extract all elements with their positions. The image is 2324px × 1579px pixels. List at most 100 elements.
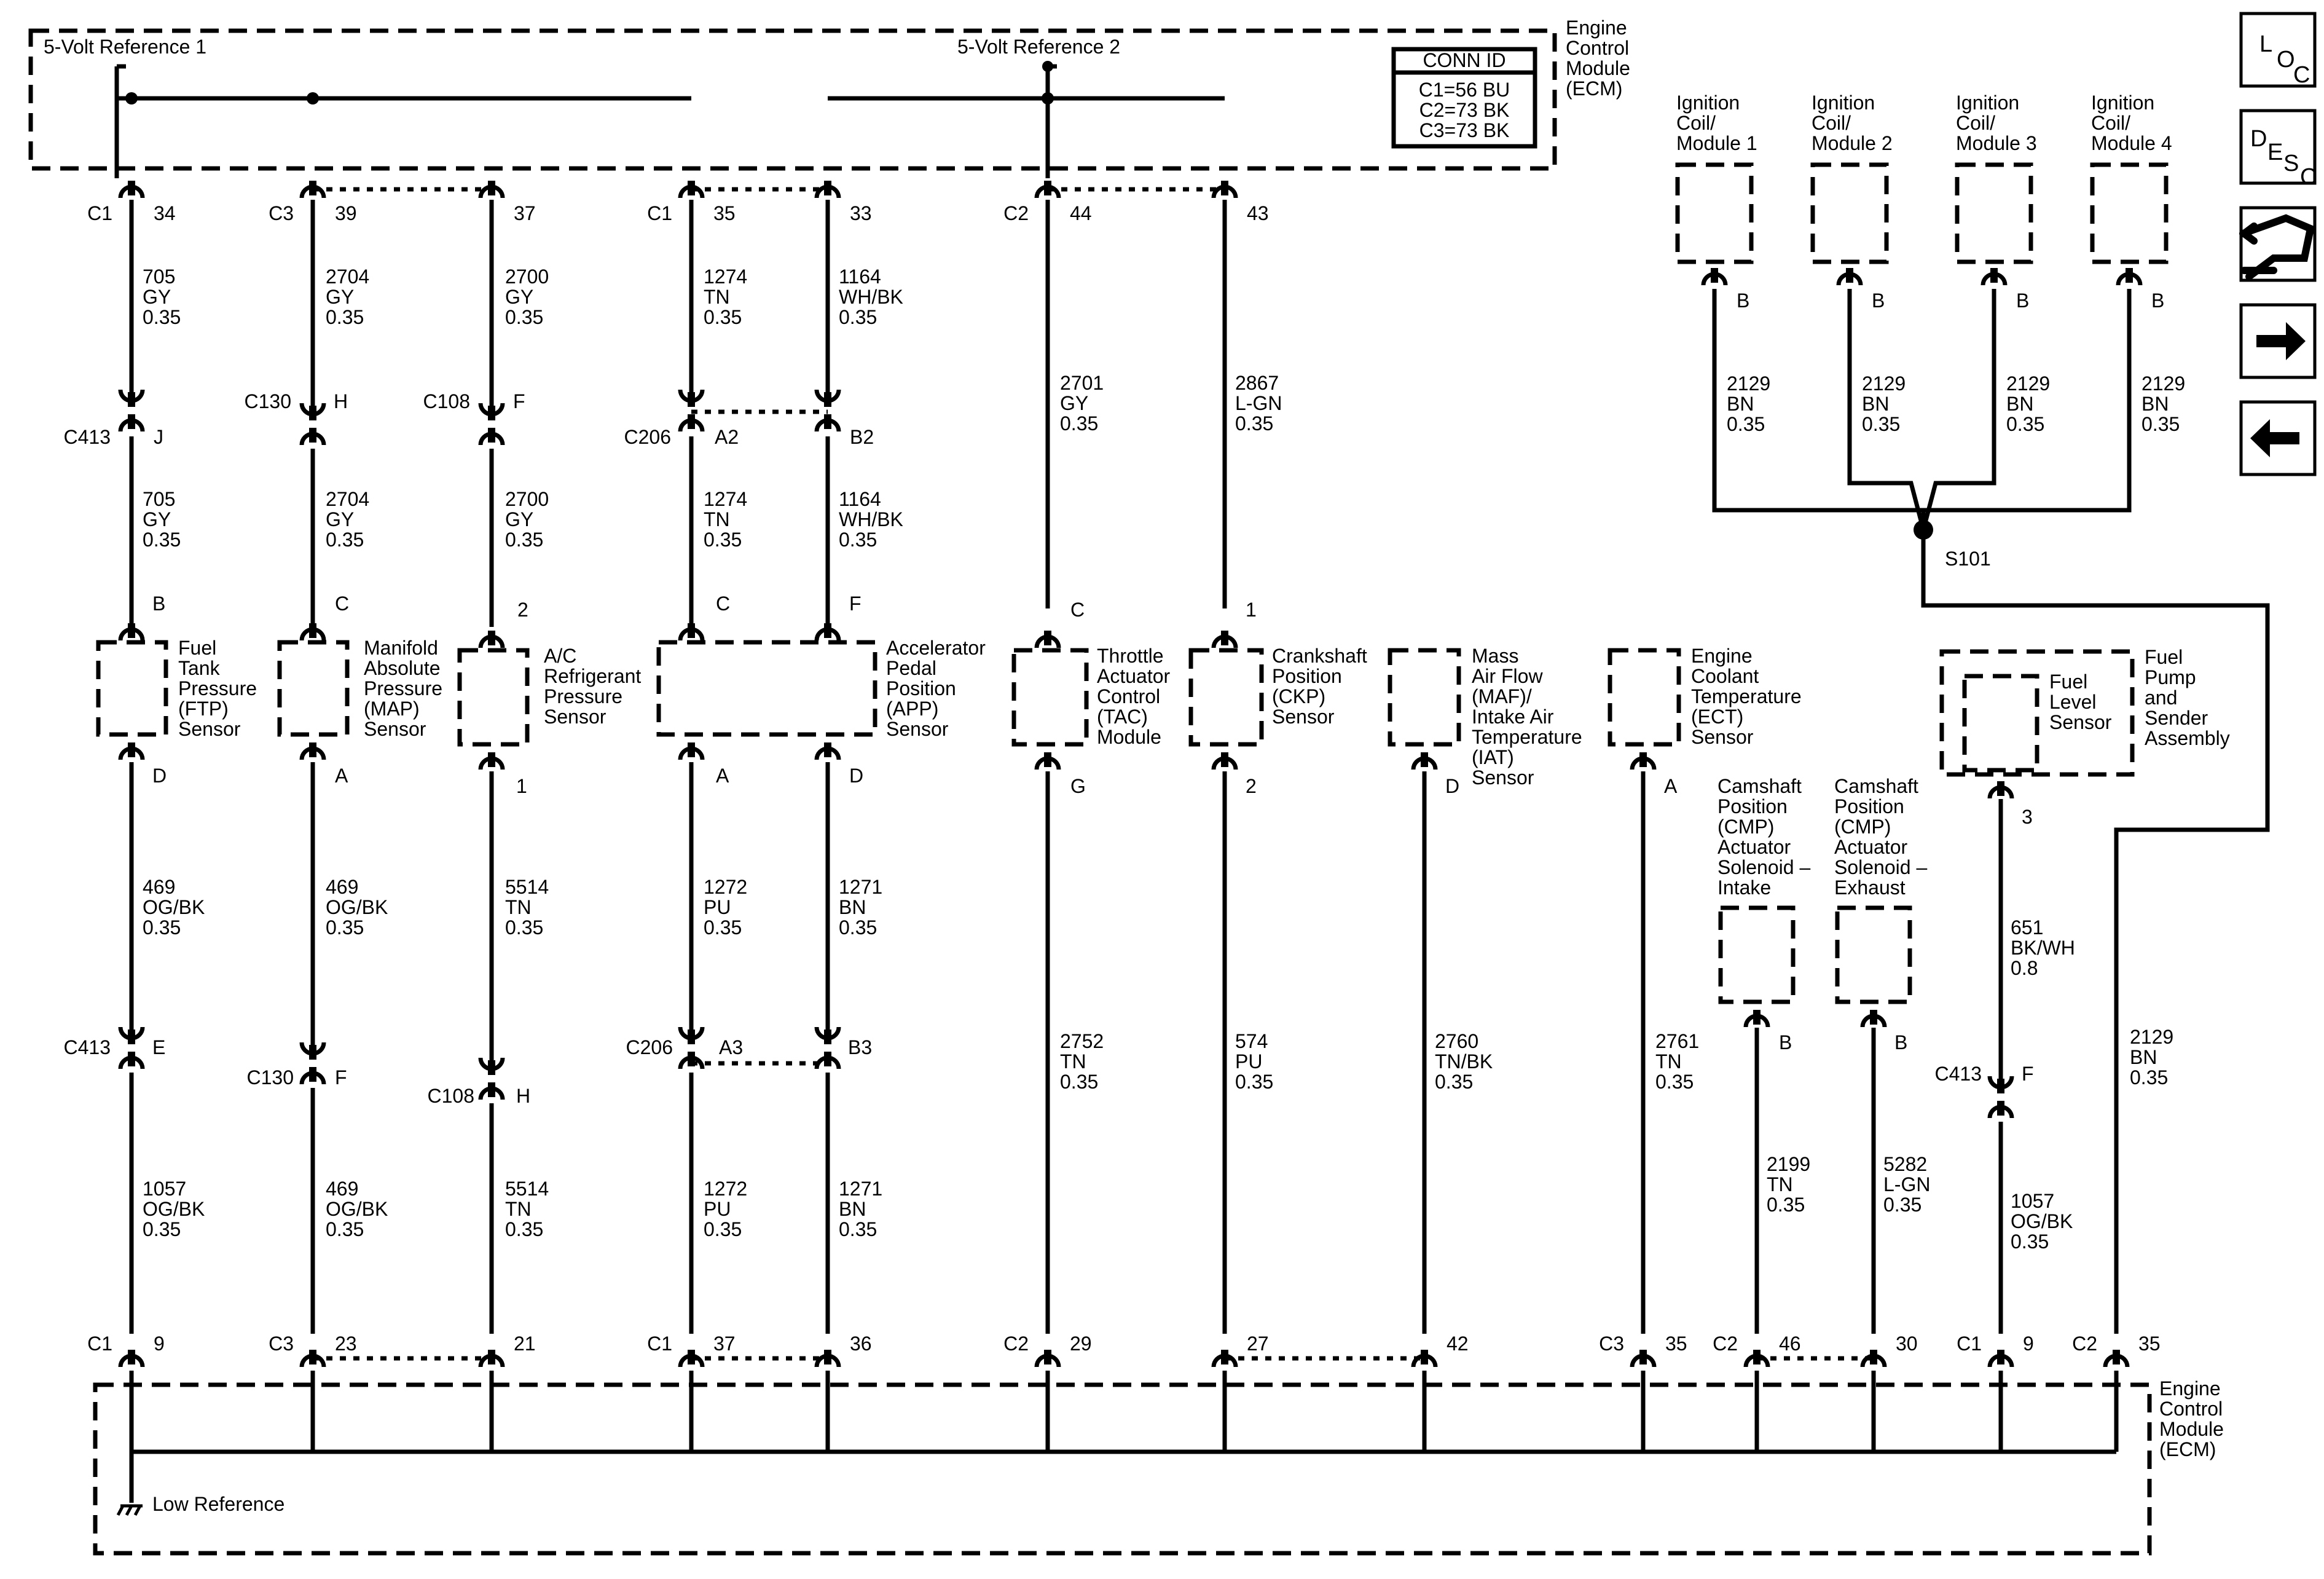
component-pin — [1211, 752, 1238, 770]
right-arrow-icon — [2256, 322, 2306, 360]
wire-label: 0.35 — [2011, 1231, 2049, 1253]
inline-conn-id: C130 — [247, 1066, 294, 1089]
bottom-pin-number: 23 — [335, 1333, 357, 1355]
inline-conn-pin: H — [334, 390, 348, 412]
component-pin — [1743, 1010, 1770, 1028]
wire-label: OG/BK — [326, 1198, 388, 1220]
ecm-top-pin — [118, 181, 145, 199]
wire-label: TN — [1655, 1050, 1682, 1073]
component-pin — [118, 742, 145, 760]
ecm-bottom-pin — [1987, 1350, 2014, 1368]
wire-label: L-GN — [1235, 392, 1282, 414]
wire-label: 0.35 — [505, 916, 543, 939]
fuel-pump-sender-assembly-box — [1939, 649, 2135, 777]
component-pin-label: A — [1664, 775, 1678, 797]
wire-label: 2704 — [326, 266, 369, 288]
component-pin-label: B — [2151, 289, 2164, 312]
component-pin-label: G — [1070, 775, 1086, 797]
wire-label: 0.35 — [1060, 412, 1098, 435]
ignition-coil-label: Coil/ — [2091, 112, 2130, 134]
app-sensor-label: (APP) — [886, 698, 938, 720]
component-pin-label: C — [716, 593, 730, 615]
app-sensor-label: Sensor — [886, 718, 949, 740]
wire-label: TN — [1060, 1050, 1086, 1073]
ftp-sensor-label: Sensor — [178, 718, 241, 740]
conn-id-box — [1391, 47, 1537, 149]
wire-label: TN — [505, 1198, 532, 1220]
maf-iat-sensor-label: Mass — [1472, 645, 1518, 667]
nav-char: D — [2250, 126, 2267, 152]
inline-conn-id: C108 — [423, 390, 471, 412]
coil-feed — [1847, 289, 1926, 530]
wire-label: OG/BK — [2011, 1210, 2073, 1232]
ref1-junction — [125, 92, 138, 104]
ecm-top-boundary — [28, 28, 1557, 171]
ignition-coil-box — [2090, 162, 2169, 264]
ignition-coil-label: Ignition — [1812, 92, 1875, 114]
map-sensor-label: Pressure — [364, 677, 442, 699]
component-pin-label: B — [152, 593, 165, 615]
component-pin — [299, 623, 326, 641]
cmp-exhaust-solenoid-label: Solenoid – — [1834, 856, 1927, 878]
component-pin — [1836, 268, 1863, 286]
inline-connector — [814, 414, 841, 432]
fuel-level-sensor-box — [1962, 674, 2039, 773]
top-pin-conn: C1 — [87, 202, 112, 224]
bottom-pin-number: 37 — [713, 1333, 736, 1355]
wire-label: 1271 — [839, 876, 882, 898]
ignition-coil-label: Ignition — [1676, 92, 1740, 114]
ignition-coil-label: Ignition — [2091, 92, 2154, 114]
map-sensor-label: (MAP) — [364, 698, 420, 720]
ecm-bottom-pin — [1034, 1350, 1061, 1368]
wire-label: 469 — [143, 876, 175, 898]
inline-conn-id: C413 — [1935, 1063, 1982, 1085]
maf-iat-sensor-label: (MAF)/ — [1472, 685, 1532, 707]
top-pin-number: 44 — [1070, 202, 1092, 224]
ecm-bottom-pin — [1630, 1350, 1657, 1368]
fuel-level-sensor-label: Fuel — [2049, 671, 2087, 693]
wire-label: 5282 — [1883, 1153, 1927, 1175]
inline-conn-id: C206 — [624, 426, 672, 448]
inline-conn-pin: A2 — [715, 426, 739, 448]
ecm-bottom-pin — [1411, 1350, 1438, 1368]
ecm-top-label: Control — [1566, 37, 1629, 59]
coil-wire-label: 2129 — [2006, 372, 2050, 395]
wire-label: 0.35 — [1235, 1071, 1273, 1093]
inline-connector — [118, 1026, 145, 1044]
component-pin-label: B — [2016, 289, 2029, 312]
component-pin — [478, 752, 505, 770]
cmp-exhaust-solenoid-label: (CMP) — [1834, 816, 1891, 838]
wire-label: TN — [704, 508, 730, 530]
inline-connector — [1987, 1076, 2014, 1093]
conn-id-title: CONN ID — [1423, 49, 1505, 71]
ecm-bottom-label: Module — [2159, 1418, 2224, 1440]
component-pin — [678, 623, 705, 641]
ect-sensor-label: Sensor — [1691, 726, 1754, 748]
inline-conn-pin: B3 — [848, 1036, 872, 1058]
ecm-bottom-pin — [2103, 1350, 2130, 1368]
inline-conn-pin: E — [152, 1036, 165, 1058]
wire-label: 0.35 — [505, 529, 543, 551]
desc-button-frame[interactable] — [2239, 109, 2317, 185]
ref2-label: 5-Volt Reference 2 — [957, 36, 1120, 58]
ignition-coil-label: Coil/ — [1676, 112, 1716, 134]
app-sensor-label: Accelerator — [886, 637, 986, 659]
ac-pressure-sensor-label: Refrigerant — [544, 665, 641, 687]
coil-wire-label: 0.35 — [2141, 413, 2180, 435]
loc-button-frame[interactable] — [2239, 12, 2317, 88]
inline-connector — [478, 403, 505, 420]
wire-label: 2700 — [505, 266, 549, 288]
cmp-intake-solenoid-label: Intake — [1717, 876, 1771, 899]
component-pin — [1034, 631, 1061, 648]
wire-label: BN — [2130, 1046, 2157, 1068]
top-pin-conn: C2 — [1003, 202, 1029, 224]
top-pin-number: 39 — [335, 202, 357, 224]
wire-label: 0.8 — [2011, 957, 2038, 979]
inline-connector — [678, 389, 705, 407]
ecm-top-label: Engine — [1566, 17, 1627, 39]
cmp-intake-solenoid-label: Solenoid – — [1717, 856, 1810, 878]
loc-button[interactable]: LOC — [2239, 12, 2317, 88]
bottom-pin-conn: C3 — [269, 1333, 294, 1355]
